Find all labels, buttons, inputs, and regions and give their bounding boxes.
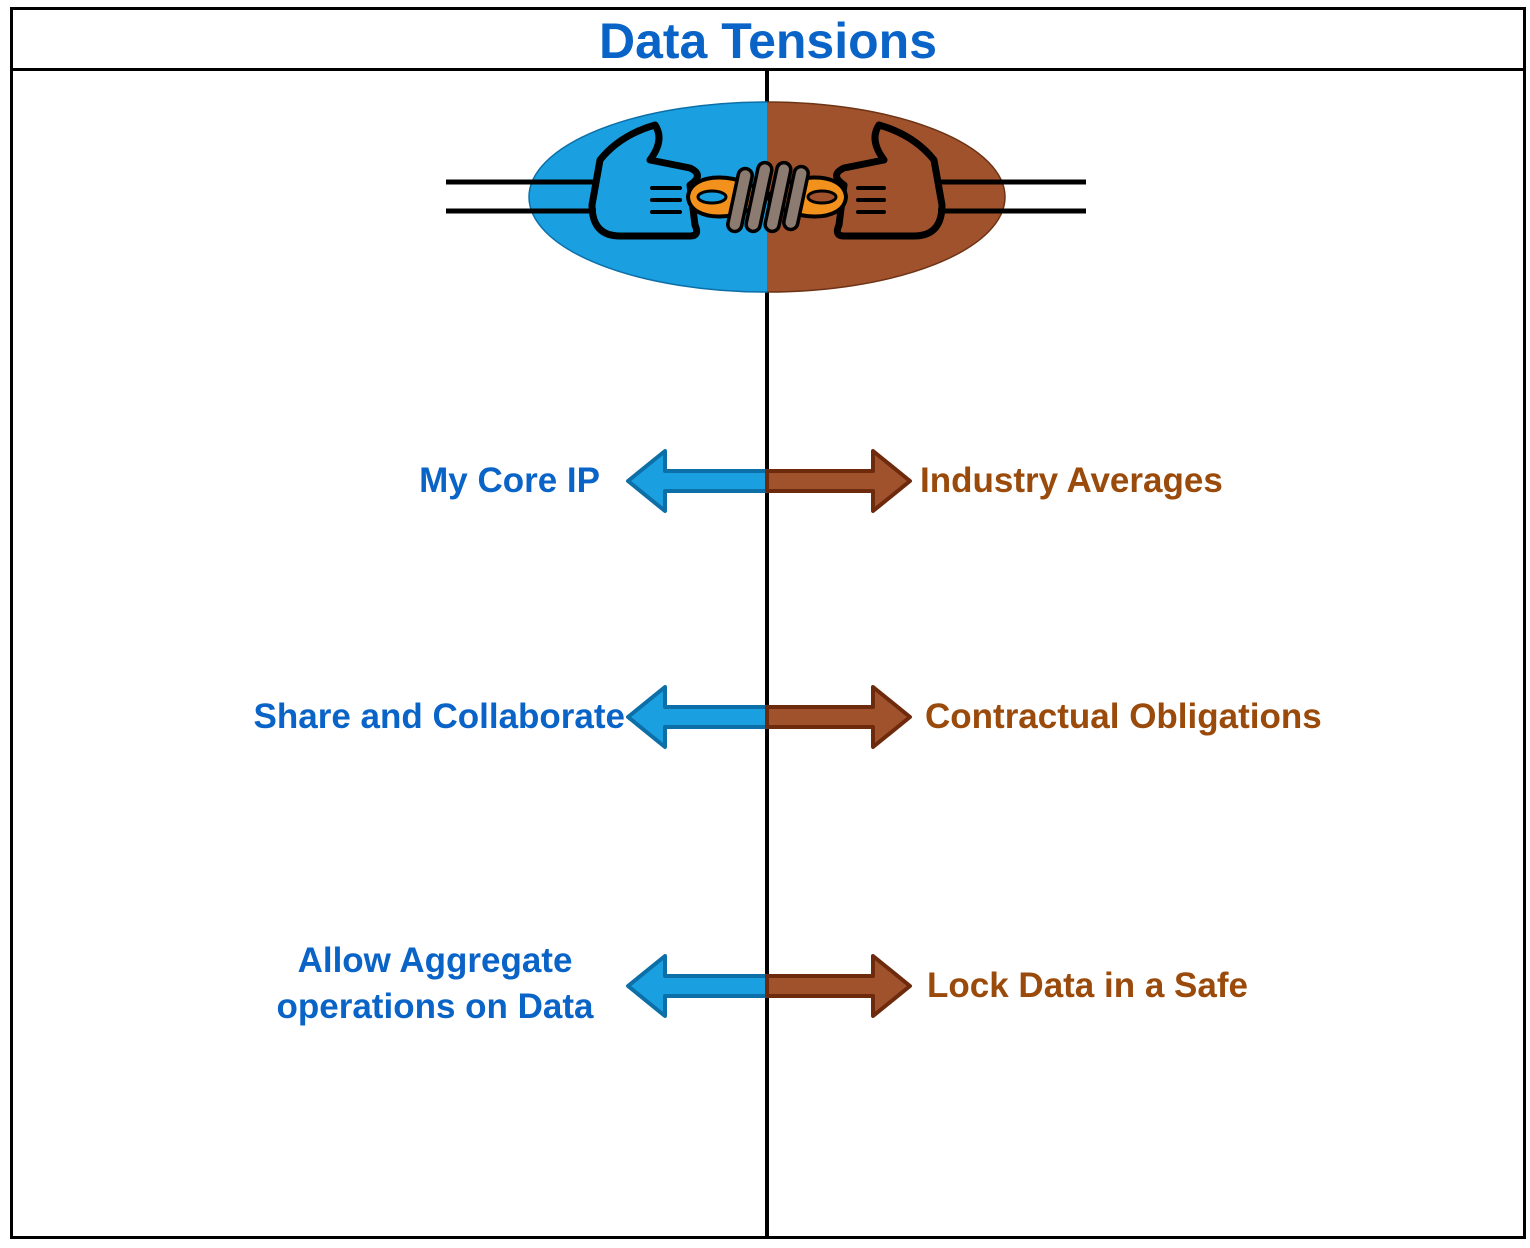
right-hand-icon	[833, 121, 946, 240]
rope-knot-icon	[685, 160, 849, 234]
tension-right-label-1: Industry Averages	[920, 461, 1223, 500]
right-arrow-3	[765, 954, 912, 1018]
left-arrow-2	[626, 685, 769, 749]
right-arrow-1	[765, 449, 912, 513]
brown-half-oval	[767, 101, 1006, 293]
diagram-title: Data Tensions	[598, 13, 938, 69]
blue-half-oval	[528, 101, 767, 293]
tension-arrows	[626, 449, 912, 1018]
tension-right-label-3: Lock Data in a Safe	[927, 966, 1248, 1005]
tension-left-label-3: Allow Aggregate operations on Data	[276, 941, 594, 1026]
title-bar: Data Tensions	[10, 7, 1526, 71]
left-arrow-3	[626, 954, 769, 1018]
right-arrow-2	[765, 685, 912, 749]
rope-lines	[446, 179, 1086, 214]
left-arrow-1	[626, 449, 769, 513]
left-hand-icon	[588, 121, 701, 240]
tension-left-label-1: My Core IP	[419, 461, 600, 500]
tug-of-war-handshake-icon	[446, 101, 1086, 293]
tension-right-label-2: Contractual Obligations	[925, 697, 1322, 736]
center-divider	[765, 71, 769, 1239]
tension-left-label-2: Share and Collaborate	[253, 697, 625, 736]
